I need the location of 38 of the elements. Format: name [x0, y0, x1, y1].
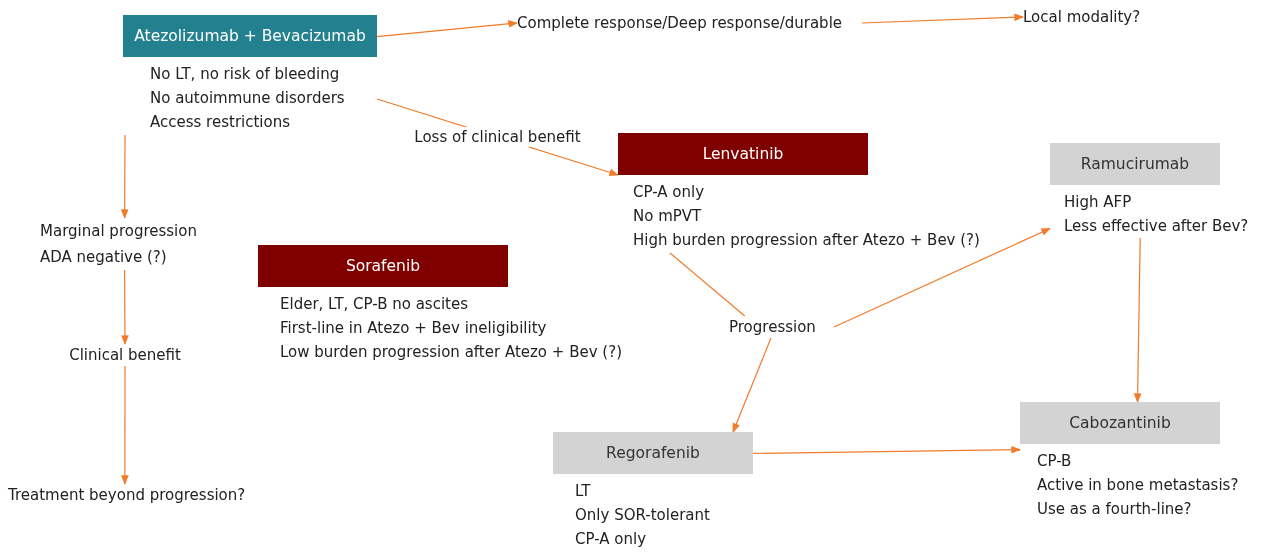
- step-text: Progression: [729, 316, 834, 338]
- criterion-text: High burden progression after Atezo + Bev (?): [633, 230, 980, 251]
- arrow: [1133, 237, 1142, 403]
- arrow: [752, 445, 1021, 455]
- treatment-label: Lenvatinib: [618, 133, 868, 175]
- criterion-text: Low burden progression after Atezo + Bev (?): [280, 342, 622, 363]
- criterion-text: Elder, LT, CP-B no ascites: [280, 294, 468, 315]
- treatment-label: Regorafenib: [553, 432, 753, 474]
- treatment-label: Ramucirumab: [1050, 143, 1220, 185]
- arrow: [376, 20, 518, 38]
- criterion-text: CP-B: [1037, 451, 1072, 472]
- arrow: [833, 227, 1051, 328]
- criterion-text: Access restrictions: [150, 112, 290, 133]
- criterion-text: First-line in Atezo + Bev ineligibility: [280, 318, 547, 339]
- criterion-text: Use as a fourth-line?: [1037, 499, 1192, 520]
- criterion-text: No autoimmune disorders: [150, 88, 345, 109]
- criterion-text: Less effective after Bev?: [1064, 216, 1249, 237]
- step-text: Clinical benefit: [65, 344, 185, 366]
- treatment-label: Atezolizumab + Bevacizumab: [123, 15, 377, 57]
- criterion-text: High AFP: [1064, 192, 1132, 213]
- criterion-text: Active in bone metastasis?: [1037, 475, 1239, 496]
- treatment-label: Sorafenib: [258, 245, 508, 287]
- step-text: Complete response/Deep response/durable: [517, 12, 862, 34]
- criterion-text: CP-A only: [633, 182, 705, 203]
- criterion-text: CP-A only: [575, 529, 647, 550]
- arrow: [861, 13, 1024, 24]
- criterion-text: LT: [575, 481, 591, 502]
- arrow: [732, 337, 772, 433]
- arrow: [121, 269, 129, 345]
- arrow: [120, 134, 129, 219]
- treatment-label: Cabozantinib: [1020, 402, 1220, 444]
- criterion-text: Only SOR-tolerant: [575, 505, 710, 526]
- arrow: [121, 365, 129, 485]
- step-text: Marginal progression ADA negative (?): [40, 218, 220, 270]
- step-text: Treatment beyond progression?: [8, 484, 283, 506]
- step-text: Local modality?: [1023, 6, 1158, 28]
- criterion-text: No mPVT: [633, 206, 702, 227]
- criterion-text: No LT, no risk of bleeding: [150, 64, 340, 85]
